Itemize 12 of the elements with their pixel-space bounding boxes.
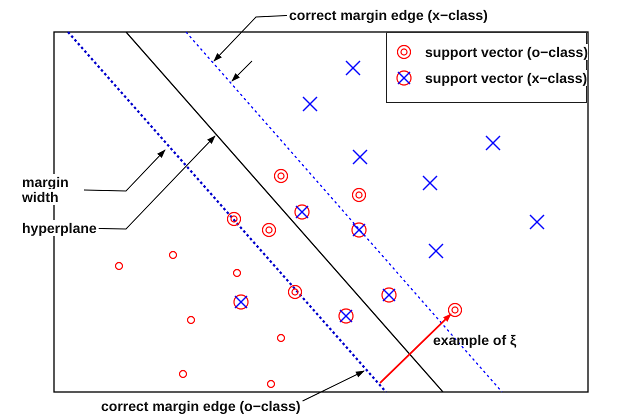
callout-label: correct margin edge (o−class) [101, 399, 301, 414]
leader-line [302, 370, 365, 402]
callout-label: correct margin edge (x−class) [289, 8, 488, 23]
leader-line [84, 149, 166, 192]
leader-line [98, 135, 216, 230]
legend-label: support vector (x−class) [425, 70, 588, 86]
callout-label: hyperplane [22, 221, 97, 236]
leader-line [213, 15, 288, 62]
legend-label: support vector (o−class) [425, 44, 588, 60]
arrow [379, 313, 452, 384]
edge-label: example of ξ [433, 333, 516, 348]
support-vector-marker [448, 302, 462, 318]
